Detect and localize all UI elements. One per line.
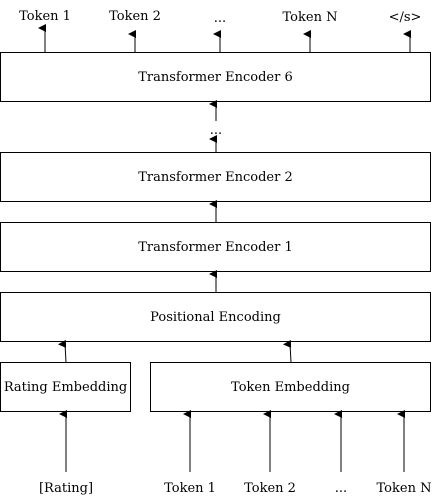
output-token-2: Token 2 <box>109 9 161 24</box>
encoder-ellipsis: ... <box>209 123 223 138</box>
transformer-encoder-2: Transformer Encoder 2 <box>0 152 431 202</box>
input-ellipsis: ... <box>334 481 348 496</box>
arrow-rating-emb-to-pos <box>58 339 67 363</box>
positional-encoding: Positional Encoding <box>0 292 431 342</box>
output-token-1: Token 1 <box>19 9 71 24</box>
transformer-encoder-1: Transformer Encoder 1 <box>0 222 431 272</box>
arrow-token-emb-to-pos <box>283 339 292 363</box>
output-eos: </s> <box>388 10 422 25</box>
input-token-n: Token N <box>376 481 432 496</box>
output-ellipsis: ... <box>213 11 227 26</box>
input-rating: [Rating] <box>38 481 94 496</box>
token-embedding: Token Embedding <box>150 362 431 412</box>
input-token-2: Token 2 <box>244 481 296 496</box>
input-token-1: Token 1 <box>164 481 216 496</box>
transformer-encoder-6: Transformer Encoder 6 <box>0 52 431 102</box>
output-token-n: Token N <box>282 10 338 25</box>
